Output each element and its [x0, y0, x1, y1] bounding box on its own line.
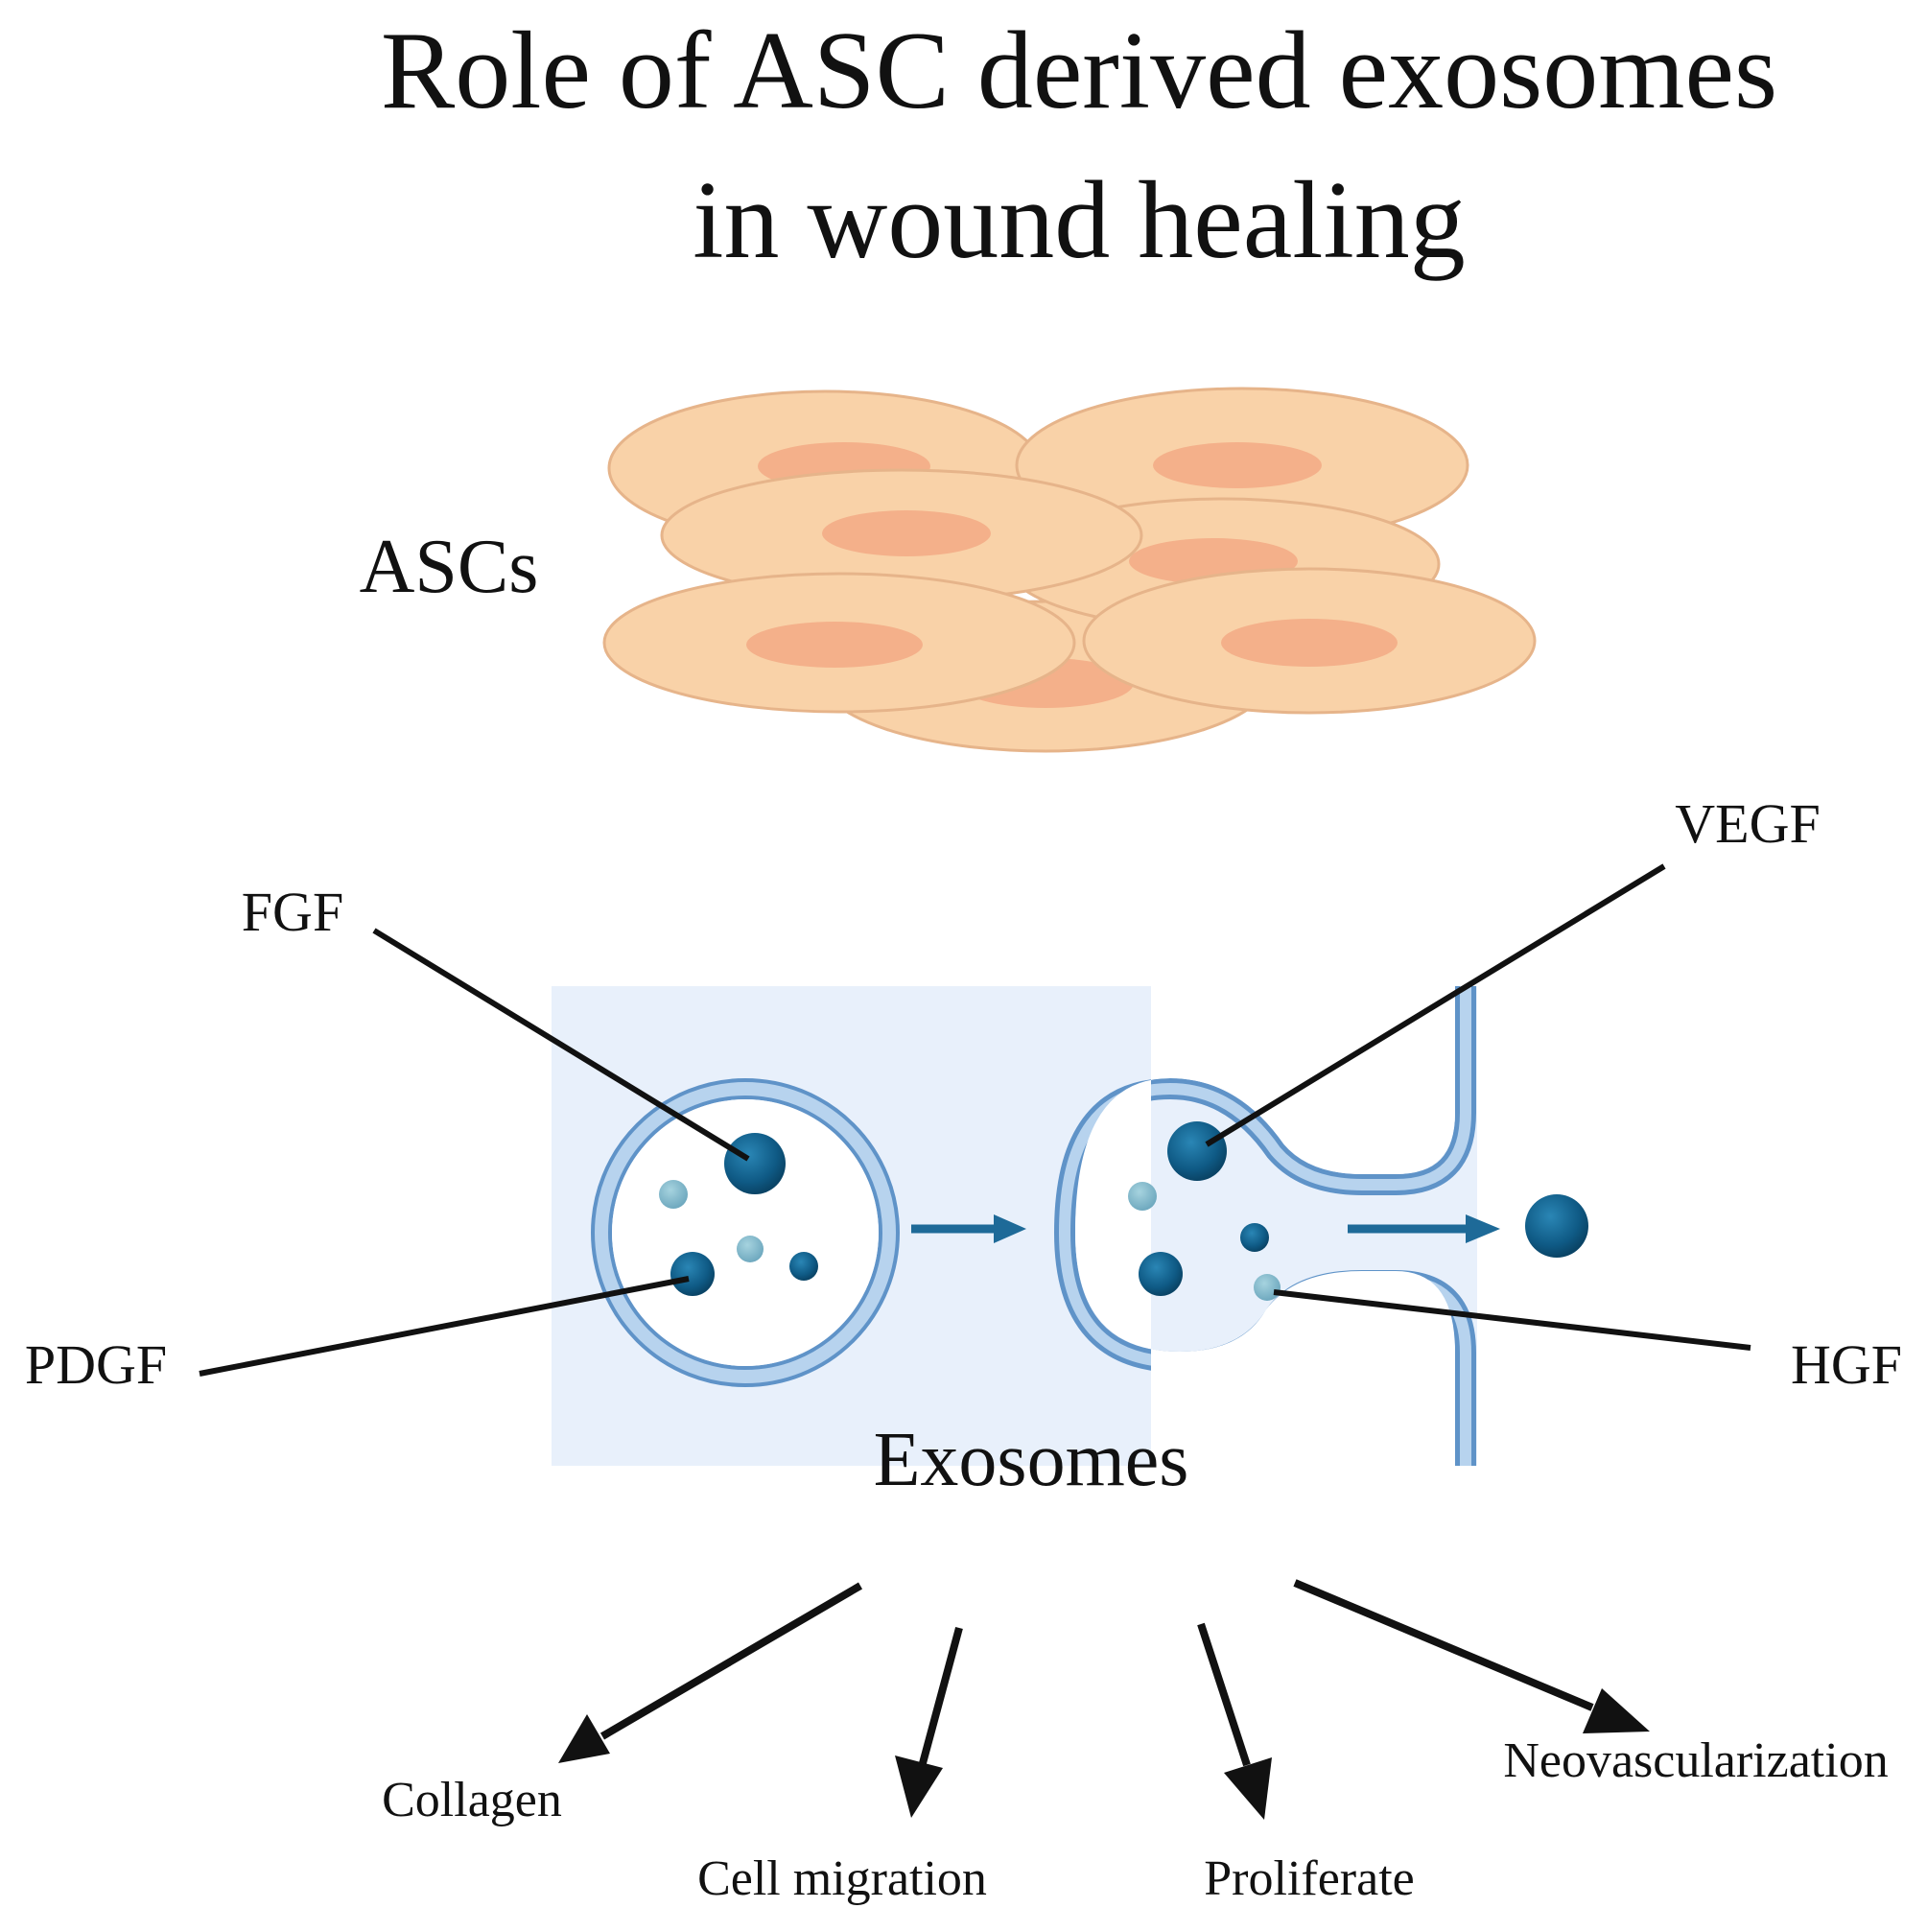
collagen-arrowhead [558, 1714, 610, 1763]
pdgf-label: PDGF [25, 1333, 167, 1396]
hgf-leader-line [1273, 1289, 1751, 1351]
proliferate-arrowhead [1224, 1757, 1272, 1820]
asc-cell [602, 572, 1076, 714]
transfer-arrow [911, 1214, 1026, 1243]
proliferate-arrow [1197, 1622, 1251, 1767]
vegf-leader-line [1205, 863, 1666, 1147]
ascs-label: ASCs [360, 525, 539, 609]
cell-membrane-right [1054, 986, 1476, 1466]
hgf-particle [1254, 1274, 1281, 1301]
pdgf-leader-line [199, 1276, 690, 1377]
title-line-1: Role of ASC derived exosomes [381, 10, 1777, 132]
neovascularization-arrow [1293, 1579, 1594, 1711]
collagen-label: Collagen [382, 1773, 562, 1827]
vegf-particle [1167, 1121, 1227, 1181]
vegf-label: VEGF [1675, 792, 1820, 855]
light-particle [659, 1180, 688, 1209]
release-arrow [1348, 1214, 1500, 1243]
dark-particle [789, 1252, 818, 1281]
cell-migration-label: Cell migration [697, 1851, 987, 1906]
pdgf-particle [670, 1252, 715, 1296]
fgf-particle [724, 1133, 786, 1194]
proliferate-label: Proliferate [1204, 1851, 1414, 1906]
fgf-leader-line [372, 928, 750, 1162]
cell-migration-arrow [919, 1626, 963, 1765]
neovascularization-label: Neovascularization [1503, 1733, 1888, 1788]
hgf-label: HGF [1791, 1333, 1902, 1396]
dark-particle [1139, 1252, 1183, 1296]
neovascularization-arrowhead [1583, 1688, 1650, 1733]
outcome-arrows [558, 1579, 1650, 1820]
asc-cells-cluster [602, 387, 1537, 753]
title-line-2: in wound healing [693, 159, 1465, 282]
fgf-label: FGF [242, 881, 343, 943]
dark-particle [1240, 1223, 1269, 1252]
collagen-arrow [599, 1582, 863, 1740]
released-exosome [1525, 1194, 1588, 1258]
cell-migration-arrowhead [895, 1755, 943, 1818]
exosomes-label: Exosomes [874, 1418, 1189, 1502]
exosome-vesicle-left [591, 1078, 900, 1387]
asc-cell [1015, 387, 1469, 544]
asc-cell [1082, 567, 1537, 715]
light-particle [1128, 1182, 1157, 1211]
light-particle [737, 1236, 764, 1262]
